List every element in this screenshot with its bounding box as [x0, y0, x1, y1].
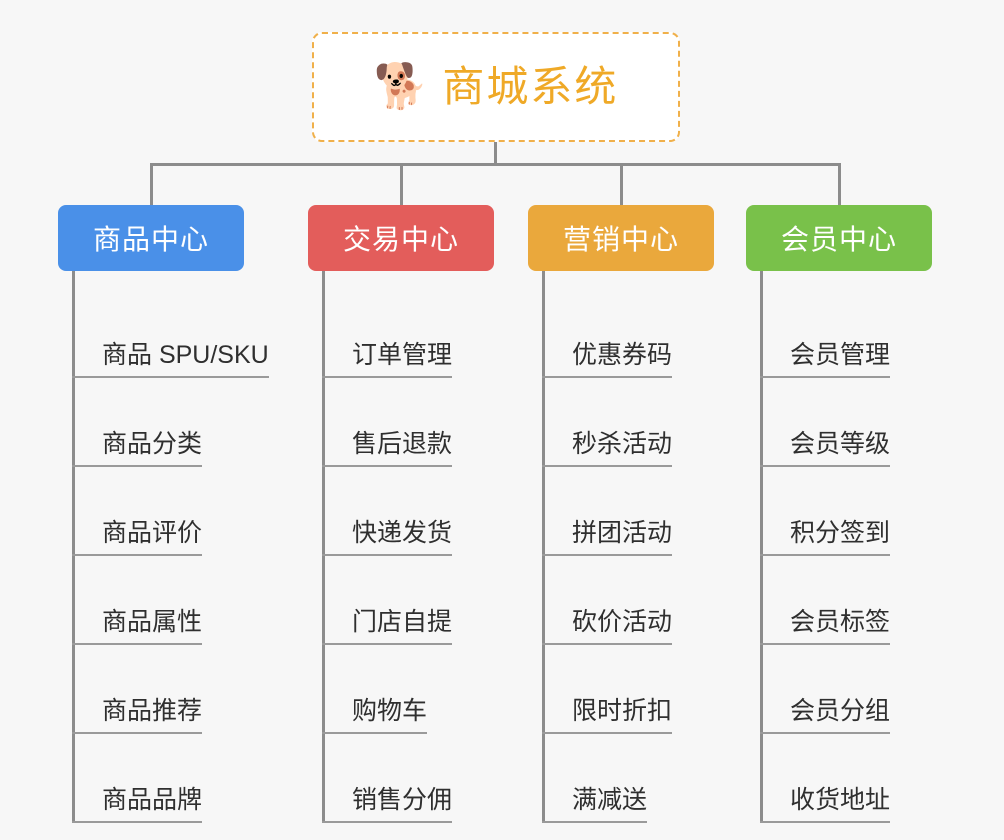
leaf-label: 商品推荐	[102, 696, 203, 725]
connector-drop-4	[838, 163, 841, 205]
leaf-underline	[322, 376, 453, 378]
list-item[interactable]: 商品属性	[72, 556, 288, 645]
leaf-underline	[72, 465, 203, 467]
leaf-label: 会员等级	[790, 429, 891, 458]
leaf-underline	[542, 465, 673, 467]
connector-drop-1	[150, 163, 153, 205]
leaf-underline	[322, 465, 453, 467]
branch-member-center: 会员中心 会员管理 会员等级 积分签到 会员标签 会员分组 收货地址	[746, 205, 958, 823]
branch-trade-center: 交易中心 订单管理 售后退款 快递发货 门店自提 购物车 销售分佣	[308, 205, 523, 823]
branch-product-center: 商品中心 商品 SPU/SKU 商品分类 商品评价 商品属性 商品推荐 商品品牌	[58, 205, 288, 823]
leaf-label: 会员分组	[790, 696, 891, 725]
leaf-underline	[760, 465, 891, 467]
leaf-label: 收货地址	[790, 785, 891, 814]
list-item[interactable]: 砍价活动	[542, 556, 740, 645]
category-header-trade-center[interactable]: 交易中心	[308, 205, 494, 271]
leaf-underline	[72, 376, 269, 378]
category-header-marketing-center[interactable]: 营销中心	[528, 205, 714, 271]
list-item[interactable]: 商品推荐	[72, 645, 288, 734]
list-item[interactable]: 收货地址	[760, 734, 958, 823]
leaf-underline	[542, 376, 673, 378]
leaf-label: 购物车	[352, 696, 428, 725]
list-item[interactable]: 售后退款	[322, 378, 523, 467]
leaf-label: 拼团活动	[572, 518, 673, 547]
leaf-underline	[760, 376, 891, 378]
list-item[interactable]: 商品品牌	[72, 734, 288, 823]
list-item[interactable]: 快递发货	[322, 467, 523, 556]
list-item[interactable]: 积分签到	[760, 467, 958, 556]
leaf-label: 商品 SPU/SKU	[102, 340, 269, 369]
list-item[interactable]: 会员等级	[760, 378, 958, 467]
shiba-dog-face-icon: 🐕	[373, 62, 429, 111]
root-title: 商城系统	[442, 63, 619, 110]
list-item[interactable]: 会员分组	[760, 645, 958, 734]
list-item[interactable]: 满减送	[542, 734, 740, 823]
list-item[interactable]: 购物车	[322, 645, 523, 734]
root-node[interactable]: 🐕 商城系统	[312, 32, 680, 142]
leaf-underline	[760, 554, 891, 556]
leaf-label: 商品品牌	[102, 785, 203, 814]
list-item[interactable]: 销售分佣	[322, 734, 523, 823]
leaf-label: 限时折扣	[572, 696, 673, 725]
leaf-label: 订单管理	[352, 340, 453, 369]
leaf-underline	[322, 643, 453, 645]
list-item[interactable]: 会员管理	[760, 289, 958, 378]
leaf-list-member-center: 会员管理 会员等级 积分签到 会员标签 会员分组 收货地址	[760, 271, 958, 823]
leaf-list-trade-center: 订单管理 售后退款 快递发货 门店自提 购物车 销售分佣	[322, 271, 523, 823]
category-header-member-center[interactable]: 会员中心	[746, 205, 932, 271]
list-item[interactable]: 商品评价	[72, 467, 288, 556]
leaf-underline	[760, 732, 891, 734]
connector-root-stem	[494, 142, 497, 166]
list-item[interactable]: 秒杀活动	[542, 378, 740, 467]
leaf-label: 销售分佣	[352, 785, 453, 814]
leaf-underline	[542, 732, 673, 734]
category-header-product-center[interactable]: 商品中心	[58, 205, 244, 271]
branch-marketing-center: 营销中心 优惠券码 秒杀活动 拼团活动 砍价活动 限时折扣 满减送	[528, 205, 740, 823]
list-item[interactable]: 门店自提	[322, 556, 523, 645]
leaf-underline	[760, 821, 891, 823]
leaf-underline	[322, 554, 453, 556]
leaf-label: 会员标签	[790, 607, 891, 636]
leaf-label: 积分签到	[790, 518, 891, 547]
leaf-underline	[322, 732, 428, 734]
leaf-label: 快递发货	[352, 518, 453, 547]
list-item[interactable]: 拼团活动	[542, 467, 740, 556]
list-item[interactable]: 优惠券码	[542, 289, 740, 378]
leaf-underline	[542, 643, 673, 645]
leaf-underline	[72, 643, 203, 645]
leaf-underline	[72, 732, 203, 734]
leaf-label: 商品属性	[102, 607, 203, 636]
list-item[interactable]: 会员标签	[760, 556, 958, 645]
connector-drop-2	[400, 163, 403, 205]
leaf-list-marketing-center: 优惠券码 秒杀活动 拼团活动 砍价活动 限时折扣 满减送	[542, 271, 740, 823]
leaf-list-product-center: 商品 SPU/SKU 商品分类 商品评价 商品属性 商品推荐 商品品牌	[72, 271, 288, 823]
trunk-line-trade-center	[322, 271, 325, 823]
leaf-underline	[760, 643, 891, 645]
leaf-label: 会员管理	[790, 340, 891, 369]
list-item[interactable]: 商品分类	[72, 378, 288, 467]
leaf-underline	[322, 821, 453, 823]
list-item[interactable]: 订单管理	[322, 289, 523, 378]
leaf-label: 满减送	[572, 785, 648, 814]
leaf-label: 商品分类	[102, 429, 203, 458]
leaf-label: 砍价活动	[572, 607, 673, 636]
trunk-line-product-center	[72, 271, 75, 823]
leaf-underline	[72, 821, 203, 823]
list-item[interactable]: 限时折扣	[542, 645, 740, 734]
leaf-label: 优惠券码	[572, 340, 673, 369]
trunk-line-member-center	[760, 271, 763, 823]
leaf-label: 售后退款	[352, 429, 453, 458]
leaf-underline	[542, 554, 673, 556]
trunk-line-marketing-center	[542, 271, 545, 823]
leaf-underline	[72, 554, 203, 556]
leaf-underline	[542, 821, 648, 823]
leaf-label: 商品评价	[102, 518, 203, 547]
connector-horizontal-bus	[150, 163, 840, 166]
leaf-label: 门店自提	[352, 607, 453, 636]
connector-drop-3	[620, 163, 623, 205]
leaf-label: 秒杀活动	[572, 429, 673, 458]
list-item[interactable]: 商品 SPU/SKU	[72, 289, 288, 378]
